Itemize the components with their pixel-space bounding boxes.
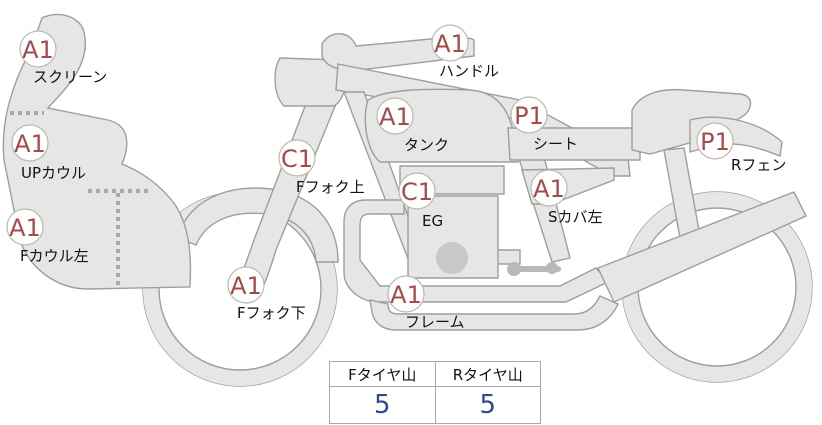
part-label: タンク (404, 136, 449, 154)
seat-shape (507, 127, 641, 161)
grade-badge: C1 (401, 178, 433, 206)
grade-badge: A1 (230, 272, 262, 300)
part-label: ハンドル (439, 62, 499, 80)
grade-badge: A1 (533, 175, 565, 203)
exhaust-lower-shape (369, 295, 619, 331)
grade-badge-circle (6, 208, 44, 246)
grade-badge-circle (19, 30, 57, 68)
rear-tire-header: Rタイヤ山 (434, 361, 541, 387)
grade-badge-circle (510, 96, 548, 134)
grade-badge: A1 (22, 36, 54, 64)
engine-cover (436, 242, 468, 274)
grade-badge-circle (227, 266, 265, 304)
rear-tire-value: 5 (434, 386, 541, 424)
grade-badge-circle (11, 124, 49, 162)
grade-badge-circle (431, 24, 469, 62)
part-screen: A1 スクリーン (19, 30, 107, 86)
front-tire-value: 5 (329, 386, 436, 424)
swingarm-shape (597, 191, 807, 303)
part-frame: A1 フレーム (387, 275, 465, 331)
part-label: Sカバ左 (548, 208, 603, 226)
tire-tread-table: Fタイヤ山 Rタイヤ山 5 5 (329, 361, 541, 424)
part-label: Fフォク上 (296, 178, 365, 196)
grade-badge-circle (376, 97, 414, 135)
front-fender-shape (177, 187, 339, 263)
part-tank: A1 タンク (376, 97, 449, 154)
grade-badge-circle (278, 139, 316, 177)
part-label: Fフォク下 (237, 304, 306, 322)
frame-lower-shape (343, 199, 610, 303)
part-labels: A1スクリーンA1UPカウルA1Fカウル左A1Fフォク下C1Fフォク上A1ハンド… (6, 24, 786, 331)
grade-badge: A1 (434, 30, 466, 58)
part-seat: P1 シート (510, 96, 578, 153)
part-label: EG (422, 212, 443, 230)
grade-badge: C1 (281, 145, 313, 173)
grade-badge-circle (398, 172, 436, 210)
part-label: シート (533, 135, 578, 153)
part-label: Fカウル左 (20, 247, 89, 265)
grade-badge: A1 (379, 103, 411, 131)
part-handle: A1 ハンドル (431, 24, 499, 80)
engine-lower-shape (407, 195, 499, 279)
grade-badge-circle (530, 169, 568, 207)
part-label: スクリーン (33, 68, 107, 86)
grade-badge-circle (387, 275, 425, 313)
part-label: フレーム (405, 313, 465, 331)
grade-badge: P1 (700, 128, 730, 156)
part-label: Rフェン (731, 156, 786, 174)
grade-badge: P1 (514, 102, 544, 130)
part-label: UPカウル (21, 164, 86, 182)
grade-badge: A1 (9, 214, 41, 242)
grade-badge-circle (696, 122, 734, 160)
grade-badge: A1 (14, 130, 46, 158)
footpeg-shape (507, 262, 561, 276)
cowl-shape (2, 13, 192, 290)
front-tire-header: Fタイヤ山 (329, 361, 436, 387)
grade-badge: A1 (390, 281, 422, 309)
